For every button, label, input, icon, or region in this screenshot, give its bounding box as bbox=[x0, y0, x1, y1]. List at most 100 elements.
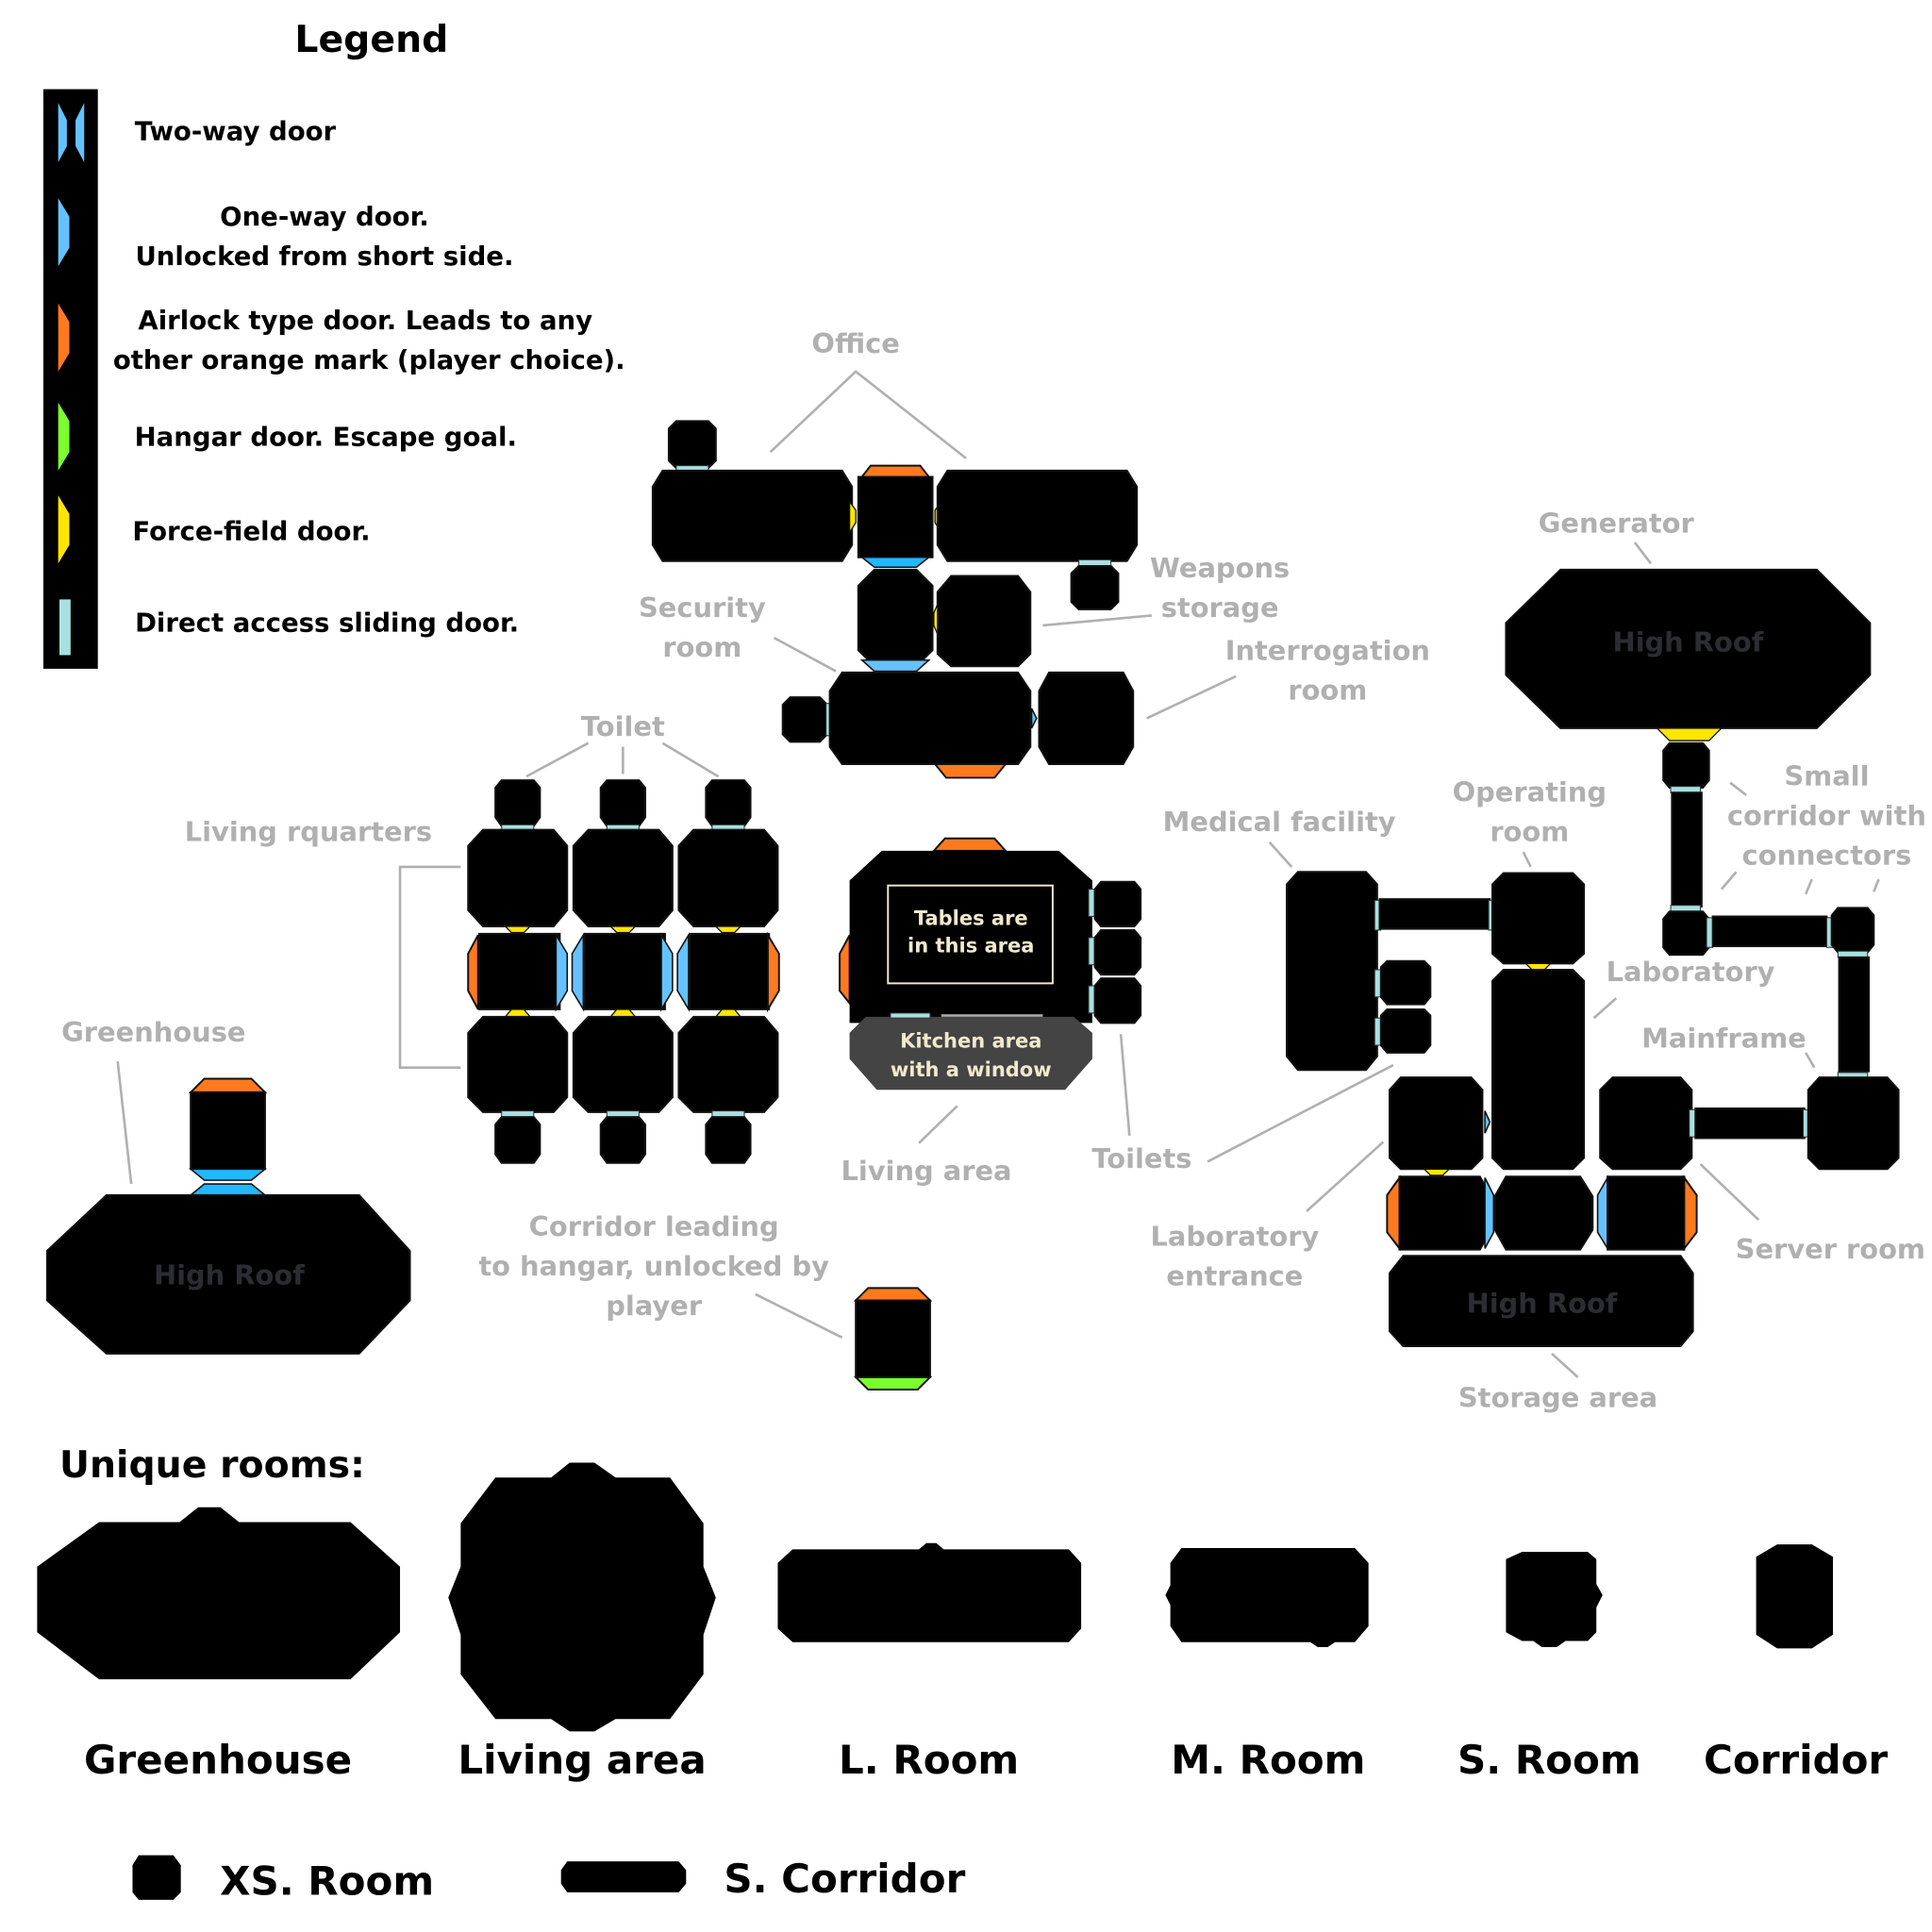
living-quarter-room[interactable] bbox=[583, 932, 666, 1010]
two-way-door[interactable] bbox=[859, 556, 931, 569]
lab-entrance-room[interactable] bbox=[1493, 1175, 1594, 1251]
toilet-xs-room[interactable] bbox=[494, 779, 541, 827]
office-center-corridor[interactable] bbox=[857, 475, 934, 558]
force-field-door[interactable] bbox=[933, 604, 939, 635]
small-corridor[interactable] bbox=[1694, 1107, 1806, 1140]
airlock-door[interactable] bbox=[188, 1077, 268, 1093]
mainframe-room[interactable] bbox=[1807, 1076, 1900, 1171]
toilet-xs-room[interactable] bbox=[494, 1116, 541, 1164]
small-corridor[interactable] bbox=[1711, 915, 1828, 947]
label-living-area: Living area bbox=[841, 1155, 1011, 1187]
toilet-xs-room[interactable] bbox=[705, 1116, 752, 1164]
office-right-room[interactable] bbox=[936, 469, 1139, 562]
toilet-xs-room[interactable] bbox=[599, 1116, 646, 1164]
living-quarter-room[interactable] bbox=[689, 932, 771, 1010]
toilet-xs-room[interactable] bbox=[1093, 928, 1142, 976]
lab-entrance-room[interactable] bbox=[1389, 1076, 1484, 1171]
security-room[interactable] bbox=[828, 671, 1032, 765]
unique-rooms-title: Unique rooms: bbox=[59, 1443, 365, 1487]
airlock-door[interactable] bbox=[467, 934, 479, 1010]
two-way-door[interactable] bbox=[555, 932, 569, 1012]
force-field-door[interactable] bbox=[504, 925, 532, 934]
label-lab-entrance-2: entrance bbox=[1166, 1260, 1303, 1292]
greenhouse-corridor[interactable] bbox=[190, 1091, 266, 1171]
two-way-door[interactable] bbox=[1484, 1110, 1491, 1134]
living-quarter-room[interactable] bbox=[478, 932, 561, 1010]
interrogation-room[interactable] bbox=[1038, 671, 1135, 765]
sliding-door[interactable] bbox=[890, 1012, 931, 1019]
airlock-door[interactable] bbox=[859, 464, 931, 478]
airlock-door[interactable] bbox=[839, 934, 851, 1007]
force-field-door[interactable] bbox=[714, 925, 742, 934]
living-quarter-room[interactable] bbox=[572, 1015, 674, 1113]
airlock-door[interactable] bbox=[931, 837, 1008, 852]
living-quarter-room[interactable] bbox=[572, 828, 674, 927]
two-way-door[interactable] bbox=[1030, 708, 1038, 729]
leader-line bbox=[1592, 997, 1618, 1020]
airlock-door[interactable] bbox=[853, 1287, 933, 1302]
two-way-door[interactable] bbox=[676, 932, 690, 1012]
force-field-door[interactable] bbox=[848, 499, 857, 535]
airlock-door[interactable] bbox=[1683, 1174, 1698, 1252]
two-way-door[interactable] bbox=[1596, 1174, 1608, 1252]
sliding-door[interactable] bbox=[501, 1110, 535, 1118]
hangar-door[interactable] bbox=[853, 1375, 933, 1391]
connector-xs-room[interactable] bbox=[1662, 741, 1710, 789]
small-corridor[interactable] bbox=[1378, 898, 1491, 930]
force-field-door[interactable] bbox=[608, 1008, 637, 1018]
xs-room[interactable] bbox=[781, 696, 828, 743]
living-quarter-room[interactable] bbox=[467, 828, 569, 927]
toilet-xs-room[interactable] bbox=[1093, 880, 1142, 927]
living-area-room[interactable] bbox=[849, 850, 1092, 1024]
one-way-door[interactable] bbox=[859, 658, 931, 673]
force-field-door[interactable] bbox=[1423, 1168, 1451, 1176]
living-quarter-room[interactable] bbox=[677, 828, 779, 927]
security-corridor[interactable] bbox=[857, 568, 934, 668]
medical-xs-room[interactable] bbox=[1379, 1008, 1432, 1054]
laboratory-room[interactable] bbox=[1491, 968, 1586, 1171]
server-room[interactable] bbox=[1599, 1076, 1693, 1171]
toilet-xs-room[interactable] bbox=[599, 779, 646, 827]
lab-entrance-room[interactable] bbox=[1607, 1175, 1686, 1251]
weapons-storage-room[interactable] bbox=[936, 575, 1032, 668]
office-left-room[interactable] bbox=[651, 469, 854, 562]
office-complex: Office Weapons storage Security room bbox=[639, 327, 1430, 779]
hangar-corridor: Corridor leading to hangar, unlocked by … bbox=[478, 1210, 933, 1391]
corridor-shape bbox=[1756, 1544, 1833, 1649]
airlock-door[interactable] bbox=[933, 763, 1008, 779]
two-way-door[interactable] bbox=[188, 1168, 268, 1181]
connector-xs-room[interactable] bbox=[1830, 907, 1875, 954]
living-quarter-room[interactable] bbox=[677, 1015, 779, 1113]
living-quarter-room[interactable] bbox=[467, 1015, 569, 1113]
lab-entrance-room[interactable] bbox=[1398, 1175, 1491, 1251]
leader-line bbox=[1720, 871, 1738, 891]
kitchen-area[interactable] bbox=[849, 1016, 1092, 1091]
medical-xs-room[interactable] bbox=[1379, 959, 1432, 1006]
airlock-door[interactable] bbox=[766, 931, 780, 1013]
hangar-corridor-room[interactable] bbox=[855, 1299, 931, 1378]
medical-facility-room[interactable] bbox=[1286, 871, 1378, 1072]
toilet-xs-room[interactable] bbox=[1093, 977, 1142, 1024]
xs-room[interactable] bbox=[667, 420, 717, 470]
small-corridor[interactable] bbox=[1671, 791, 1703, 908]
storage-area-room[interactable] bbox=[1389, 1255, 1694, 1348]
force-field-door[interactable] bbox=[1655, 727, 1724, 741]
connector-xs-room[interactable] bbox=[1662, 910, 1710, 957]
toilet-xs-room[interactable] bbox=[705, 779, 752, 827]
small-corridor[interactable] bbox=[1838, 956, 1871, 1073]
force-field-door[interactable] bbox=[608, 925, 638, 934]
sliding-door[interactable] bbox=[606, 1110, 640, 1118]
airlock-door[interactable] bbox=[1386, 1174, 1401, 1252]
two-way-door[interactable] bbox=[571, 932, 585, 1012]
generator-room[interactable] bbox=[1505, 568, 1872, 729]
force-field-door[interactable] bbox=[714, 1008, 742, 1018]
two-way-door[interactable] bbox=[188, 1183, 268, 1196]
two-way-door[interactable] bbox=[1484, 1177, 1495, 1249]
xs-room[interactable] bbox=[1070, 564, 1120, 610]
two-way-door[interactable] bbox=[660, 932, 674, 1012]
force-field-door[interactable] bbox=[504, 1008, 532, 1018]
operating-room[interactable] bbox=[1491, 872, 1586, 965]
sliding-door[interactable] bbox=[711, 1110, 745, 1118]
living-area-shape bbox=[448, 1462, 716, 1732]
greenhouse-room[interactable] bbox=[45, 1193, 411, 1355]
